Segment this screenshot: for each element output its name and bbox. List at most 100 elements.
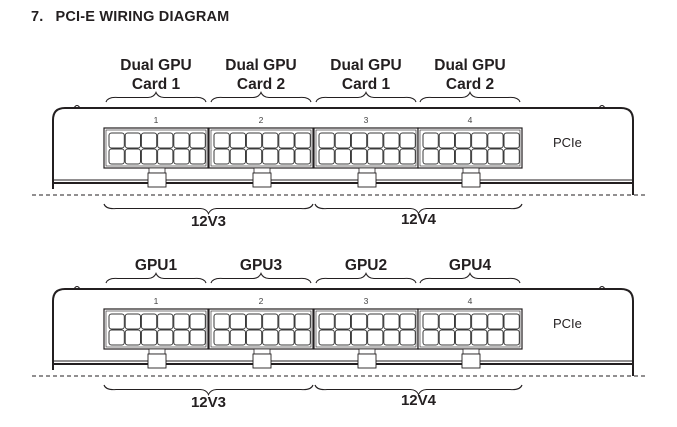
connector-inner [105, 129, 207, 167]
connector-pin [422, 132, 439, 149]
connector-inner [105, 310, 207, 348]
top-brace [315, 90, 417, 103]
latch-tab [358, 167, 376, 174]
connector-latch [357, 353, 377, 369]
gpu-label: GPU1 [135, 257, 178, 274]
connector-pin [454, 148, 472, 165]
connector-pin [471, 148, 488, 165]
pcie-connector-1: 1 [103, 115, 209, 188]
connector-pin [140, 313, 158, 330]
connector-latch [252, 353, 272, 369]
mount-bump-right [598, 286, 606, 290]
connector-pin [383, 132, 400, 149]
section-number: 7. [31, 9, 44, 25]
connector-pin [157, 132, 174, 149]
gpu-label: GPU4 [449, 257, 492, 274]
connector-pin [189, 329, 206, 346]
connector-pin [245, 148, 263, 165]
module-body-outline [52, 107, 634, 195]
connector-pin [229, 313, 246, 330]
connector-pin [399, 329, 416, 346]
gpu-label: GPU2 [345, 257, 387, 274]
connector-pin [422, 313, 439, 330]
connector-pin [124, 313, 141, 330]
connector-pin [245, 313, 263, 330]
connector-pin [487, 329, 504, 346]
connector-pin [294, 313, 311, 330]
connector-pin [454, 313, 472, 330]
connector-latch [461, 172, 481, 188]
top-brace [210, 271, 312, 284]
slot-number: 3 [364, 115, 369, 125]
rail-label: 12V3 [191, 394, 226, 411]
connector-pin [318, 132, 335, 149]
connector-pin [108, 329, 125, 346]
connector-pin [213, 148, 230, 165]
connector-pin [124, 132, 141, 149]
slot-number: 2 [259, 115, 264, 125]
connector-pin [108, 148, 125, 165]
connector-pin [278, 329, 295, 346]
rail-brace [314, 203, 523, 216]
pcie-connector-1: 1 [103, 296, 209, 369]
connector-pin [487, 148, 504, 165]
connector-pin [350, 329, 368, 346]
connector-pin [503, 132, 520, 149]
connector-inner [419, 129, 521, 167]
latch-tab [462, 167, 480, 174]
top-brace [105, 90, 207, 103]
connector-pin [334, 148, 352, 165]
connector-pin [173, 329, 190, 346]
connector-pin [318, 329, 335, 346]
connector-pin [438, 148, 456, 165]
connector-pin [108, 313, 125, 330]
connector-latch [252, 172, 272, 188]
connector-pin [471, 313, 488, 330]
connector-pin [140, 148, 158, 165]
mount-bump-right [598, 105, 606, 109]
connector-pin [318, 313, 335, 330]
connector-pin [422, 148, 439, 165]
connector-pin [278, 148, 295, 165]
connector-pin [229, 148, 246, 165]
top-brace [210, 90, 312, 103]
connector-pin [367, 313, 384, 330]
connector-pin [245, 132, 263, 149]
pcie-connector-3: 3 [313, 296, 419, 369]
latch-tab [253, 348, 271, 355]
section-title: 7.PCI-E WIRING DIAGRAM [31, 9, 229, 25]
connector-pin [229, 132, 246, 149]
connector-pin [367, 132, 384, 149]
connector-inner [315, 310, 417, 348]
connector-pin [140, 329, 158, 346]
connector-pin [438, 313, 456, 330]
gpu-label-line: Dual GPU [225, 57, 296, 74]
slot-number: 4 [468, 296, 473, 306]
top-brace [419, 271, 521, 284]
connector-inner [210, 129, 312, 167]
connector-pin [173, 148, 190, 165]
connector-pin [383, 148, 400, 165]
connector-pin [487, 132, 504, 149]
gpu-label-group: GPU1 [105, 257, 207, 284]
connector-pin [399, 148, 416, 165]
rail-label: 12V3 [191, 213, 226, 230]
top-brace [315, 271, 417, 284]
latch-tab [148, 167, 166, 174]
gpu-label-group: GPU4 [419, 257, 521, 284]
connector-pin [262, 329, 279, 346]
slot-number: 1 [154, 115, 159, 125]
mount-bump-left [73, 286, 81, 290]
connector-pin [213, 329, 230, 346]
connector-pin [454, 132, 472, 149]
connector-pin [422, 329, 439, 346]
gpu-label-line: Card 1 [342, 76, 391, 93]
connector-pin [367, 329, 384, 346]
connector-pin [383, 329, 400, 346]
connector-pin [399, 132, 416, 149]
connector-pin [173, 313, 190, 330]
